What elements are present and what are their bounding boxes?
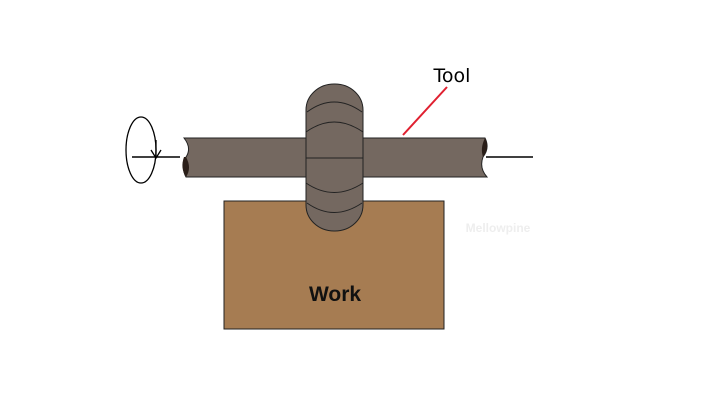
tool-label: Tool xyxy=(433,65,471,87)
watermark: Mellowpine xyxy=(466,221,531,235)
work-label: Work xyxy=(309,283,361,306)
rotation-arrow-icon xyxy=(125,116,162,184)
tool-leader-line xyxy=(402,86,448,136)
milling-cutter xyxy=(305,83,364,232)
